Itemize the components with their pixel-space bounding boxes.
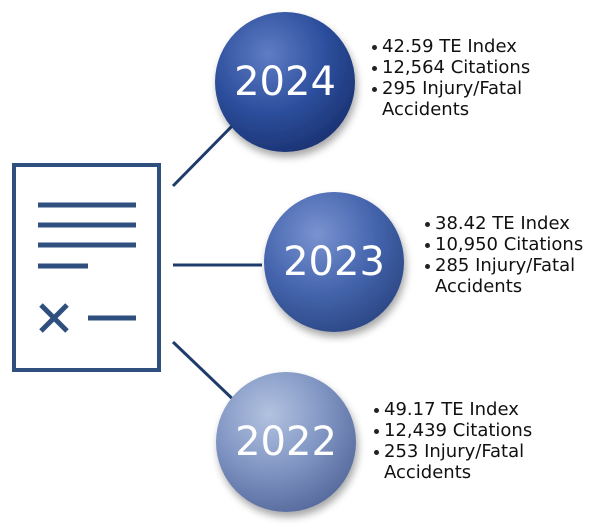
document-outline — [12, 163, 161, 372]
year-circle-2022: 2022 — [216, 372, 356, 512]
stat-te-index: 42.59 TE Index — [372, 36, 530, 57]
stat-citations: 12,439 Citations — [374, 420, 532, 441]
year-label: 2023 — [283, 239, 385, 285]
stats-list-2024: 42.59 TE Index 12,564 Citations 295 Inju… — [372, 36, 530, 120]
stat-citations: 10,950 Citations — [425, 234, 583, 255]
stat-te-index: 49.17 TE Index — [374, 399, 532, 420]
x-mark-icon — [39, 303, 69, 333]
stats-list-2022: 49.17 TE Index 12,439 Citations 253 Inju… — [374, 399, 532, 483]
stat-citations: 12,564 Citations — [372, 57, 530, 78]
stat-te-index: 38.42 TE Index — [425, 213, 583, 234]
stat-accidents: 295 Injury/Fatal Accidents — [372, 78, 530, 120]
connector-2024 — [171, 120, 238, 188]
connector-lines — [171, 120, 262, 408]
stats-list-2023: 38.42 TE Index 10,950 Citations 285 Inju… — [425, 213, 583, 297]
year-circle-2024: 2024 — [215, 12, 355, 152]
year-label: 2024 — [234, 59, 336, 105]
checklist-document-icon — [12, 163, 161, 372]
year-label: 2022 — [235, 419, 337, 465]
year-circle-2023: 2023 — [264, 192, 404, 332]
stat-accidents: 285 Injury/Fatal Accidents — [425, 255, 583, 297]
connector-2022 — [171, 340, 242, 408]
stat-accidents: 253 Injury/Fatal Accidents — [374, 441, 532, 483]
